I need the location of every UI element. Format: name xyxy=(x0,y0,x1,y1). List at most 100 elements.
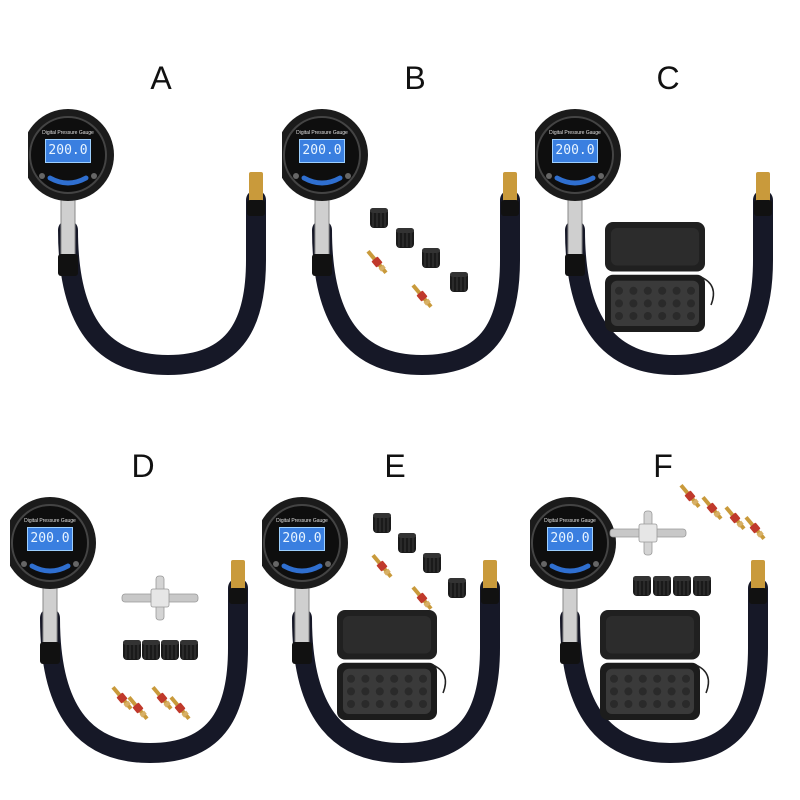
gauge-button-bar xyxy=(549,563,591,574)
gauge-brand-text: Digital Pressure Gauge xyxy=(42,130,94,136)
chuck-stem xyxy=(60,199,76,261)
brass-connector xyxy=(503,172,517,204)
gauge-button-bar xyxy=(29,563,71,574)
valve-cap xyxy=(450,272,468,292)
valve-core xyxy=(151,685,173,711)
hose xyxy=(312,190,520,376)
connector-collar xyxy=(247,200,265,216)
variant-label: A xyxy=(150,60,172,96)
valve-cap xyxy=(633,576,651,596)
gauge-button-left xyxy=(273,561,279,567)
product-illustration xyxy=(28,109,266,376)
hose xyxy=(292,578,500,764)
valve-cap xyxy=(161,640,179,660)
gauge-button-right xyxy=(325,561,331,567)
gauge-button-right xyxy=(73,561,79,567)
chuck-stem xyxy=(567,199,583,261)
variant-panel-b: B 200.0 Digital Pressure Gauge xyxy=(282,0,548,400)
storage-case xyxy=(337,610,447,720)
gauge-button-bar xyxy=(47,175,89,186)
variant-panel-c: C 200.0 Digital Pressure Gauge xyxy=(535,0,800,400)
valve-core xyxy=(744,515,766,541)
product-illustration xyxy=(10,497,248,764)
valve-core xyxy=(111,685,133,711)
valve-cap xyxy=(398,533,416,553)
valve-cap xyxy=(180,640,198,660)
connector-collar xyxy=(749,588,767,604)
valve-core xyxy=(169,695,191,721)
gauge-brand-text: Digital Pressure Gauge xyxy=(544,518,596,524)
brass-connector xyxy=(751,560,765,592)
gauge-button-right xyxy=(598,173,604,179)
gauge-display: 200.0 xyxy=(552,139,598,163)
gauge-display: 200.0 xyxy=(547,527,593,551)
hose-collar xyxy=(40,642,60,664)
gauge-button-left xyxy=(39,173,45,179)
valve-core xyxy=(701,495,723,521)
hose xyxy=(560,578,768,764)
variant-label: C xyxy=(656,60,680,96)
hose xyxy=(58,190,266,376)
gauge-display: 200.0 xyxy=(27,527,73,551)
valve-cap xyxy=(142,640,160,660)
hose-collar xyxy=(292,642,312,664)
gauge-button-right xyxy=(345,173,351,179)
valve-cap xyxy=(423,553,441,573)
brass-connector xyxy=(231,560,245,592)
brass-connector xyxy=(756,172,770,204)
valve-core xyxy=(411,283,433,309)
hose-collar xyxy=(312,254,332,276)
gauge-brand-text: Digital Pressure Gauge xyxy=(24,518,76,524)
connector-collar xyxy=(754,200,772,216)
gauge-brand-text: Digital Pressure Gauge xyxy=(549,130,601,136)
product-illustration xyxy=(535,109,773,376)
valve-core xyxy=(724,505,746,531)
hose xyxy=(565,190,773,376)
valve-cap xyxy=(123,640,141,660)
connector-collar xyxy=(229,588,247,604)
gauge-button-left xyxy=(21,561,27,567)
variant-label: D xyxy=(131,448,155,484)
storage-case xyxy=(600,610,710,720)
valve-core xyxy=(127,695,149,721)
gauge-display: 200.0 xyxy=(299,139,345,163)
product-illustration xyxy=(530,483,768,764)
gauge-button-right xyxy=(593,561,599,567)
chuck-stem xyxy=(294,587,310,649)
gauge-display: 200.0 xyxy=(45,139,91,163)
variant-panel-a: A 200.0 Digital Pressure Gauge xyxy=(28,0,294,400)
valve-core xyxy=(366,249,388,275)
valve-cap xyxy=(422,248,440,268)
valve-cap xyxy=(370,208,388,228)
product-illustration xyxy=(282,109,520,376)
hose-collar xyxy=(565,254,585,276)
gauge-button-bar xyxy=(554,175,596,186)
chuck-stem xyxy=(42,587,58,649)
hose-collar xyxy=(58,254,78,276)
hose-collar xyxy=(560,642,580,664)
gauge-button-left xyxy=(293,173,299,179)
variant-label: B xyxy=(404,60,426,96)
variant-label: E xyxy=(384,448,406,484)
valve-tool xyxy=(609,510,687,556)
brass-connector xyxy=(483,560,497,592)
gauge-button-left xyxy=(541,561,547,567)
storage-case xyxy=(605,222,715,332)
valve-cap xyxy=(693,576,711,596)
variant-panel-d: D 200.0 Digital Pressure Gauge xyxy=(10,388,276,788)
valve-core xyxy=(371,553,393,579)
valve-core xyxy=(411,585,433,611)
valve-tool xyxy=(121,575,199,621)
valve-cap xyxy=(448,578,466,598)
connector-collar xyxy=(501,200,519,216)
valve-core xyxy=(679,483,701,509)
hose xyxy=(40,578,248,764)
chuck-stem xyxy=(314,199,330,261)
gauge-brand-text: Digital Pressure Gauge xyxy=(296,130,348,136)
valve-cap xyxy=(653,576,671,596)
valve-cap xyxy=(673,576,691,596)
gauge-button-bar xyxy=(301,175,343,186)
gauge-brand-text: Digital Pressure Gauge xyxy=(276,518,328,524)
